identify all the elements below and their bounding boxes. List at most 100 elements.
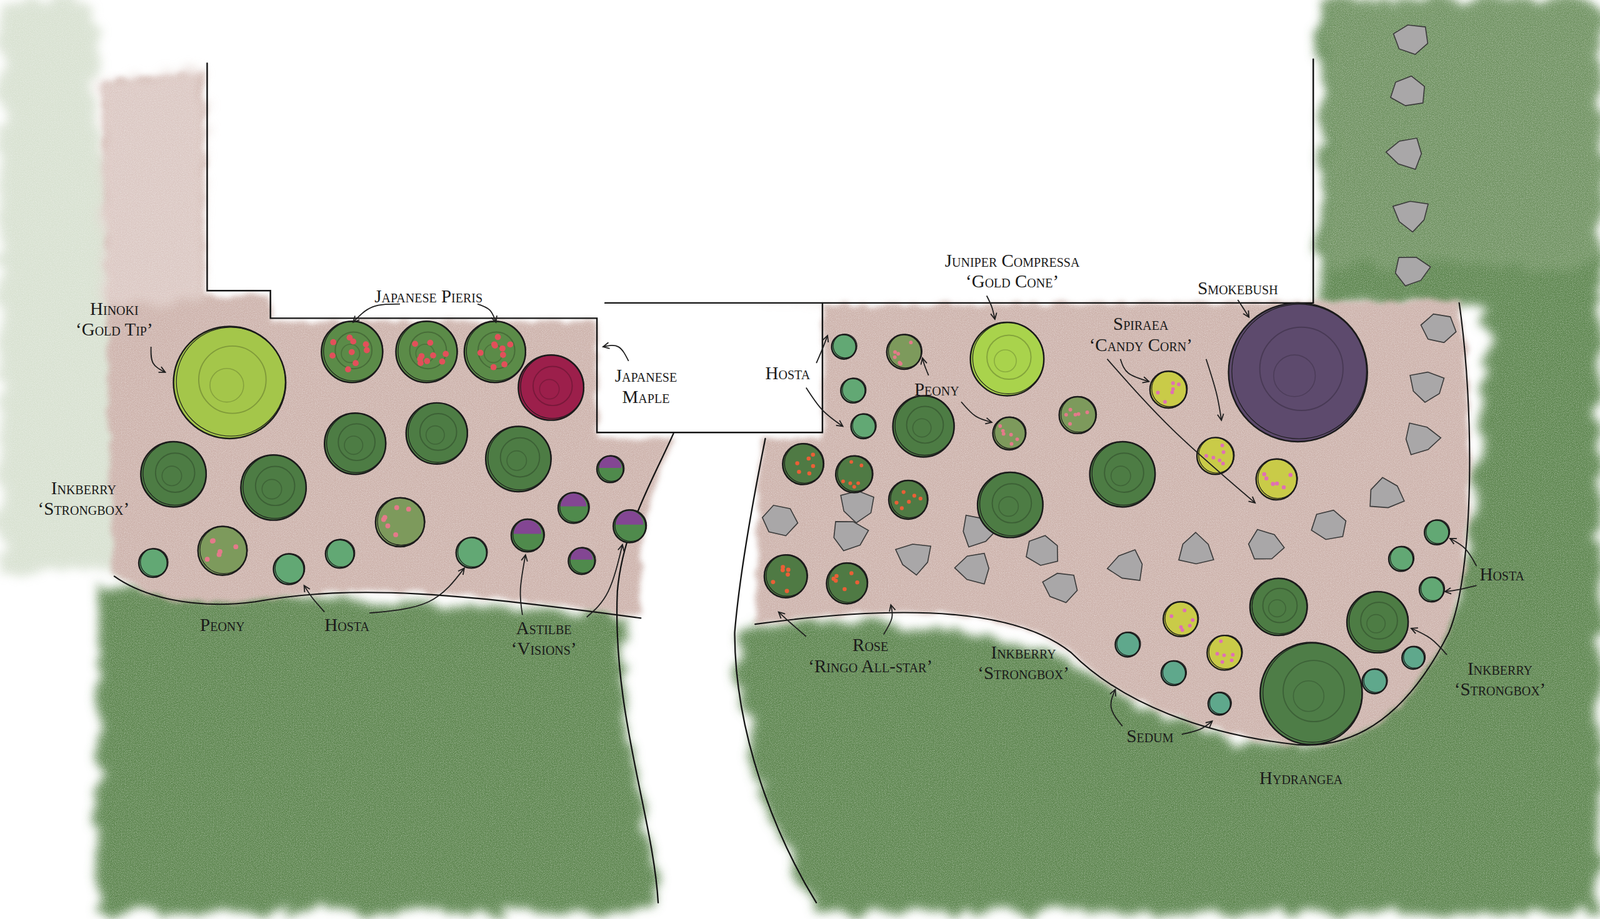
plant-label: Astilbe ‘Visions’ (511, 618, 577, 660)
plant-texture (338, 423, 375, 461)
plant-outline (970, 322, 1045, 397)
plant-symbol (782, 443, 824, 485)
flower-dot (477, 350, 484, 357)
flower-dot (329, 352, 336, 359)
label-line: ‘Visions’ (511, 638, 577, 660)
plant-outline (782, 443, 824, 485)
plant-fill (321, 321, 383, 383)
plant-outline (485, 426, 551, 492)
plant-outline (323, 321, 384, 381)
flower-dot (348, 349, 355, 356)
plant-outline (1091, 441, 1155, 505)
plant-symbol (273, 553, 305, 585)
flower-dot (423, 358, 430, 365)
flower-dot (1176, 382, 1181, 387)
flower-dot (1171, 387, 1175, 392)
plant-texture (1273, 355, 1316, 397)
stepping-stone (840, 491, 874, 524)
stepping-stone (1026, 535, 1058, 566)
plant-outline (326, 539, 355, 567)
flower-dot (1188, 624, 1192, 629)
label-line: ‘Gold Tip’ (75, 319, 154, 340)
leader-line (961, 401, 992, 423)
plant-outline (375, 498, 425, 547)
plant-outline (1403, 646, 1426, 669)
plant-label: Juniper Compressa ‘Gold Cone’ (945, 250, 1080, 293)
flower-dot (900, 506, 904, 510)
plant-symbol (198, 526, 248, 575)
label-line: Rose (808, 635, 933, 656)
flower-dot (1156, 391, 1160, 395)
plant-outline (852, 413, 877, 438)
plant-symbol (835, 455, 874, 493)
plant-texture (906, 406, 944, 444)
flower-dot (416, 356, 424, 363)
plant-symbol (831, 334, 858, 360)
flower-dot (1179, 625, 1184, 630)
plant-texture (255, 466, 295, 506)
plant-label: Inkberry ‘Strongbox’ (38, 478, 130, 520)
plant-outline (895, 396, 955, 456)
plant-symbol (464, 321, 526, 383)
plant-symbol (1090, 441, 1156, 507)
flower-dot (908, 340, 913, 345)
plant-texture (410, 331, 447, 369)
plant-outline (828, 563, 868, 603)
plant-outline (1165, 601, 1199, 636)
plant-outline (1256, 459, 1297, 500)
plant-outline (143, 441, 207, 505)
plant-texture (1366, 615, 1385, 634)
plant-outline (994, 416, 1027, 449)
plant-label: Hosta (324, 615, 370, 636)
flower-dot (350, 338, 357, 345)
plant-symbol (1163, 601, 1199, 637)
plant-outline (140, 548, 169, 577)
leader-line (1206, 359, 1222, 421)
plant-outline (842, 378, 867, 402)
plant-outline (408, 403, 468, 463)
stepping-stone (1406, 423, 1442, 455)
plant-symbol (1401, 646, 1425, 670)
plant-outline (1426, 520, 1450, 544)
label-line: Inkberry (38, 478, 130, 499)
plant-fill (324, 413, 386, 475)
plant-symbol (325, 539, 355, 569)
label-line: ‘Strongbox’ (1454, 679, 1547, 700)
plant-label: Smokebush (1197, 278, 1278, 299)
stepping-stone (1042, 573, 1077, 604)
plant-outline (466, 321, 526, 381)
flower-dot (856, 481, 860, 485)
plant-fill (406, 403, 468, 465)
plant-symbol (1250, 578, 1308, 636)
flower-dot (770, 580, 775, 585)
plant-outline (398, 321, 458, 381)
plant-fill (893, 395, 955, 457)
leader-line (353, 304, 400, 323)
flower-dot (352, 360, 359, 367)
plant-texture (1263, 588, 1298, 624)
plant-symbol (993, 416, 1027, 450)
flower-dot (1217, 458, 1222, 463)
flower-dot (1190, 618, 1195, 622)
plant-label: Spiraea ‘Candy Corn’ (1089, 313, 1193, 356)
flower-dot (411, 340, 419, 347)
leader-line (304, 585, 325, 612)
label-line: Juniper Compressa (945, 250, 1080, 272)
plant-fill (485, 426, 551, 492)
leader-line (1450, 538, 1477, 567)
plant-texture (198, 346, 267, 414)
flower-dot (233, 544, 239, 550)
plant-texture (1111, 466, 1131, 486)
flower-dot (216, 552, 222, 558)
leader-line (151, 346, 166, 373)
plant-texture (986, 335, 1032, 380)
flower-dot (1068, 421, 1072, 426)
leader-line (883, 605, 893, 635)
flower-dot (852, 485, 857, 489)
label-line: ‘Strongbox’ (38, 498, 130, 520)
flower-dot (406, 506, 412, 512)
flower-dot (893, 350, 897, 355)
plant-fill (1228, 303, 1368, 442)
plant-outline (1162, 660, 1187, 685)
